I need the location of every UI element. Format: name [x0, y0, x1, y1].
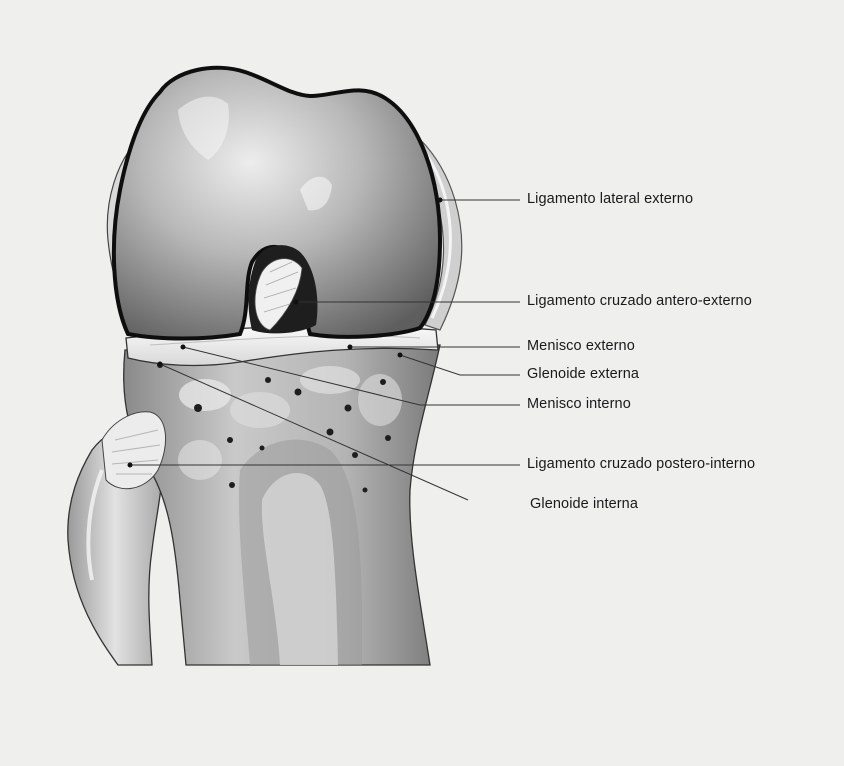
label-ligamento-cruzado-antero-externo: Ligamento cruzado antero-externo [527, 293, 752, 309]
tibia [124, 345, 440, 665]
label-glenoide-interna: Glenoide interna [530, 496, 638, 512]
label-menisco-interno: Menisco interno [527, 396, 631, 412]
label-ligamento-lateral-externo: Ligamento lateral externo [527, 191, 693, 207]
label-glenoide-externa: Glenoide externa [527, 366, 639, 382]
label-menisco-externo: Menisco externo [527, 338, 635, 354]
label-ligamento-cruzado-postero-interno: Ligamento cruzado postero-interno [527, 456, 755, 472]
